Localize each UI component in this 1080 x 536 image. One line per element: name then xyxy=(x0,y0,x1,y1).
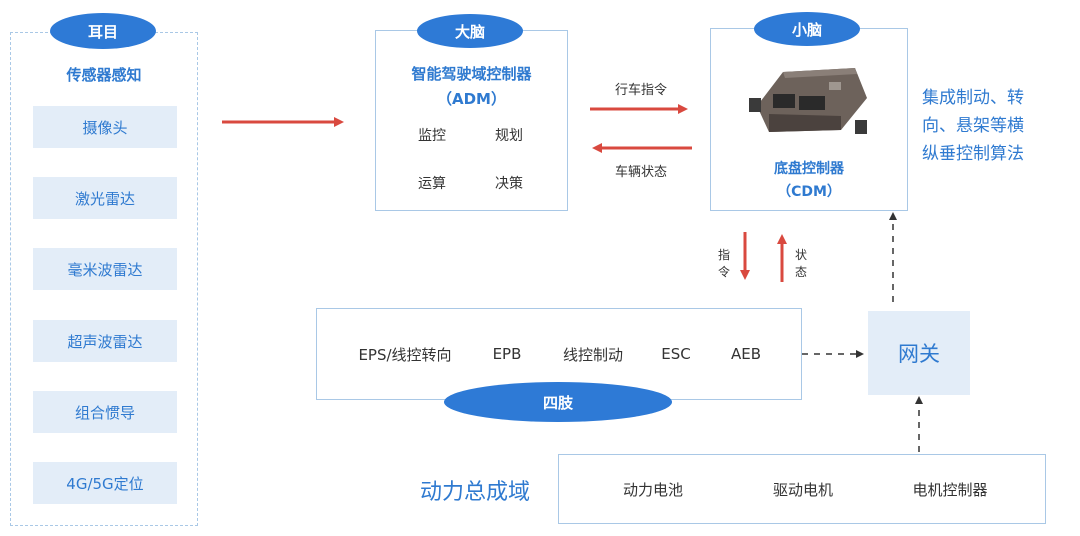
cerebellum-title: 底盘控制器 xyxy=(774,161,844,177)
sensing-title: 传感器感知 xyxy=(66,65,142,84)
powertrain-motor-controller: 电机控制器 xyxy=(912,480,988,499)
brain-function-monitor: 监控 xyxy=(418,128,446,144)
brain-box xyxy=(375,30,568,211)
brain-function-compute: 运算 xyxy=(418,176,446,192)
drive-command-label: 行车指令 xyxy=(614,82,667,98)
brain-subtitle: （ADM） xyxy=(437,89,506,108)
limb-esc: ESC xyxy=(661,345,691,363)
sensing-pill: 耳目 xyxy=(50,13,156,49)
brain-function-decision: 决策 xyxy=(495,176,523,192)
limb-eps: EPS/线控转向 xyxy=(358,345,452,364)
sensor-4g5g-positioning: 4G/5G定位 xyxy=(33,462,177,504)
cerebellum-note: 集成制动、转向、悬架等横纵垂控制算法 xyxy=(922,88,1024,164)
limb-brake-by-wire: 线控制动 xyxy=(562,345,623,364)
chassis-controller-image xyxy=(749,68,867,134)
sensor-lidar: 激光雷达 xyxy=(33,177,177,219)
command-label: 指令 xyxy=(718,248,731,279)
gateway-box: 网关 xyxy=(868,311,970,395)
brain-title: 智能驾驶域控制器 xyxy=(411,64,532,83)
sensor-camera: 摄像头 xyxy=(33,106,177,148)
brain-function-planning: 规划 xyxy=(495,128,523,144)
sensor-ins: 组合惯导 xyxy=(33,391,177,433)
limb-epb: EPB xyxy=(492,345,522,363)
sensor-mmwave-radar: 毫米波雷达 xyxy=(33,248,177,290)
powertrain-battery: 动力电池 xyxy=(622,480,683,499)
sensor-ultrasonic-radar: 超声波雷达 xyxy=(33,320,177,362)
cerebellum-pill: 小脑 xyxy=(754,12,860,46)
limb-aeb: AEB xyxy=(730,345,762,363)
state-label: 状态 xyxy=(795,248,808,279)
powertrain-label: 动力总成域 xyxy=(420,480,531,505)
limbs-pill: 四肢 xyxy=(444,382,672,422)
brain-pill: 大脑 xyxy=(417,14,523,48)
powertrain-box xyxy=(558,454,1046,524)
vehicle-state-label: 车辆状态 xyxy=(614,164,667,180)
cerebellum-subtitle: （CDM） xyxy=(777,184,841,200)
powertrain-motor: 驱动电机 xyxy=(772,480,833,499)
